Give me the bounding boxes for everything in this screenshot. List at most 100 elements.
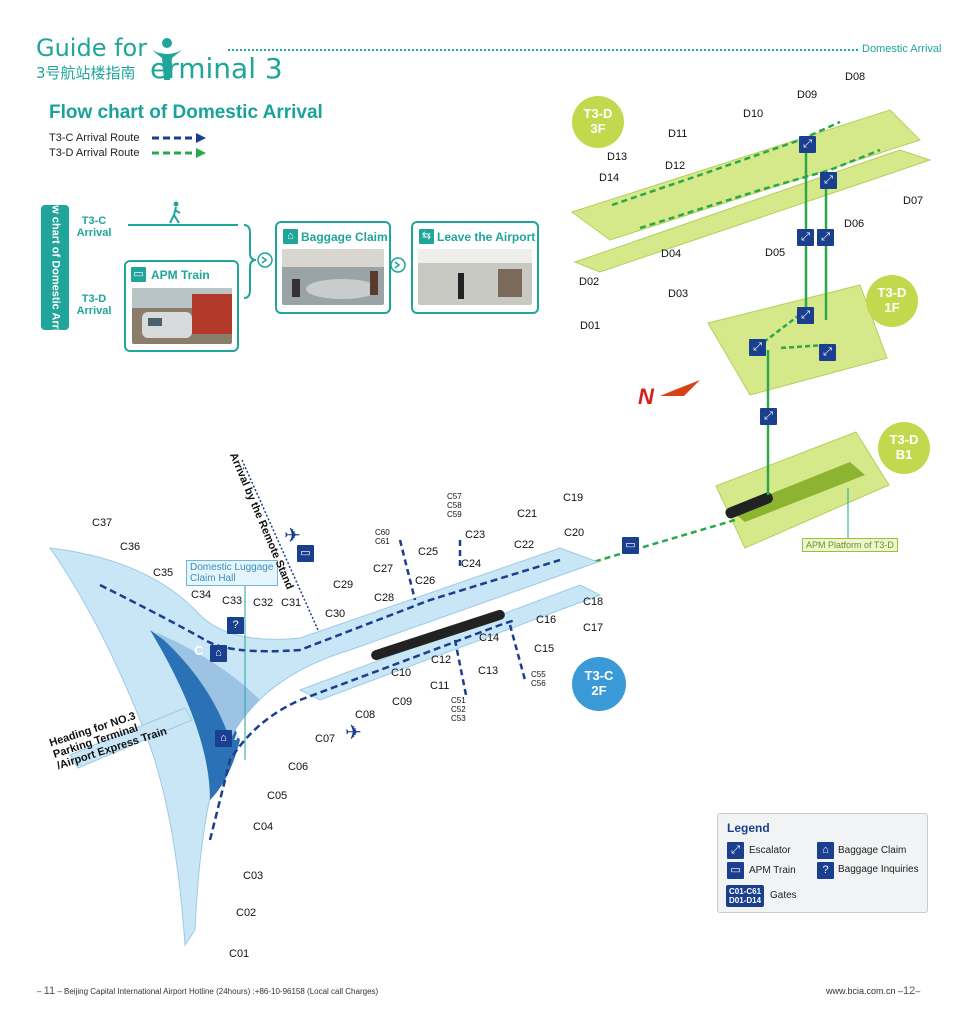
terminal-title: erminal 3 (150, 52, 283, 85)
legend-baggage-inquiries: Baggage Inquiries (838, 864, 919, 875)
gate-label: C23 (465, 529, 486, 541)
apm-train-label: APM Train (151, 268, 210, 282)
gate-label: C03 (243, 870, 264, 882)
gate-label: D14 (599, 172, 620, 184)
plane-icon: ✈ (284, 525, 301, 547)
gate-label: D09 (797, 89, 818, 101)
gate-label: C15 (534, 643, 555, 655)
gate-label: D07 (903, 195, 924, 207)
claim-hall-shade (155, 632, 260, 740)
gate-label: C04 (253, 821, 274, 833)
escalator-icon: ⤢ (797, 229, 814, 246)
claim-hall-curve (150, 630, 240, 800)
parking-connector (69, 707, 193, 769)
apm-train-photo (132, 288, 232, 344)
gate-label: C22 (514, 539, 535, 551)
footer-right: www.bcia.com.cn –12– (826, 985, 921, 997)
gate-label: C19 (563, 492, 584, 504)
baggage-inquiries-icon: ? (817, 862, 834, 879)
gate-label: C24 (461, 558, 482, 570)
gate-label: D13 (607, 151, 628, 163)
escalator-icon: ⤢ (760, 408, 777, 425)
baggage-claim-icon: ⌂ (210, 645, 227, 662)
gate-label: C02 (236, 907, 257, 919)
section-label: Domestic Arrival (862, 43, 942, 55)
gate-label: C08 (355, 709, 376, 721)
apm-train-icon: ▭ (622, 537, 639, 554)
legend-title: Legend (727, 821, 770, 835)
person-logo-icon (152, 38, 182, 80)
gate-label: D08 (845, 71, 866, 83)
escalator-icon: ⤢ (817, 229, 834, 246)
hall-a-marker: A (234, 728, 244, 743)
escalator-icon: ⤢ (797, 307, 814, 324)
baggage-inquiries-icon: ? (227, 617, 244, 634)
leave-airport-photo (418, 249, 532, 305)
gate-label: C33 (222, 595, 243, 607)
t3d-arrival-label: T3-D Arrival (76, 293, 112, 317)
website-link[interactable]: www.bcia.com.cn (826, 986, 896, 996)
apm-train-icon: ▭ (297, 545, 314, 562)
north-arrow-icon (660, 380, 700, 396)
gate-label: C09 (392, 696, 413, 708)
gate-label: C14 (479, 632, 500, 644)
gate-label: D03 (668, 288, 689, 300)
flow-connectors (128, 201, 273, 299)
route-d-line (152, 148, 206, 158)
gate-label: D04 (661, 248, 682, 260)
gate-label: C20 (564, 527, 585, 539)
gate-label: C07 (315, 733, 336, 745)
hall-c-marker: C (194, 643, 204, 658)
gate-label: C25 (418, 546, 439, 558)
baggage-claim-label: Baggage Claim (301, 230, 388, 244)
guide-subtitle-cn: 3号航站楼指南 (36, 64, 136, 82)
flow-side-tab: Flow chart of Domestic Arrival (41, 188, 69, 347)
t3d-3f-lower (573, 149, 932, 273)
flow-arrow-icon (390, 257, 406, 273)
gate-label: C18 (583, 596, 604, 608)
gate-label: C36 (120, 541, 141, 553)
baggage-claim-photo (282, 249, 384, 305)
escalator-icon: ⤢ (819, 344, 836, 361)
gate-label: C13 (478, 665, 499, 677)
gate-label: D02 (579, 276, 600, 288)
t3c-arrival-label: T3-C Arrival (76, 215, 112, 239)
apm-platform-label: APM Platform of T3-D (802, 538, 898, 552)
route-c-line (152, 133, 206, 143)
gate-label: C29 (333, 579, 354, 591)
gate-label: D01 (580, 320, 601, 332)
legend-apm-train: APM Train (749, 865, 796, 876)
escalator-icon: ⤢ (749, 339, 766, 356)
gate-label: C01 (229, 948, 250, 960)
gate-label: C10 (391, 667, 412, 679)
gate-label: C30 (325, 608, 346, 620)
flow-chart-title: Flow chart of Domestic Arrival (49, 102, 323, 123)
gate-label: C12 (431, 654, 452, 666)
escalator-icon: ⤢ (820, 172, 837, 189)
apm-platform-track (730, 462, 865, 522)
baggage-claim-icon: ⌂ (215, 730, 232, 747)
gate-label: C35 (153, 567, 174, 579)
gate-label: C11 (430, 680, 450, 692)
baggage-claim-box: ⌂ Baggage Claim (275, 221, 391, 314)
plane-icon: ✈ (345, 722, 362, 744)
gate-label: D05 (765, 247, 786, 259)
gate-label: C34 (191, 589, 212, 601)
gate-label: D10 (743, 108, 764, 120)
t3d-3f-upper (570, 109, 921, 241)
leave-airport-label: Leave the Airport (437, 230, 536, 244)
gate-label: C37 (92, 517, 113, 529)
gate-label: C06 (288, 761, 309, 773)
gate-label: C26 (415, 575, 436, 587)
baggage-icon: ⌂ (283, 229, 298, 244)
apm-train-d (725, 492, 773, 519)
north-label: N (638, 384, 654, 409)
luggage-hall-label: Domestic Luggage Claim Hall (186, 560, 278, 586)
